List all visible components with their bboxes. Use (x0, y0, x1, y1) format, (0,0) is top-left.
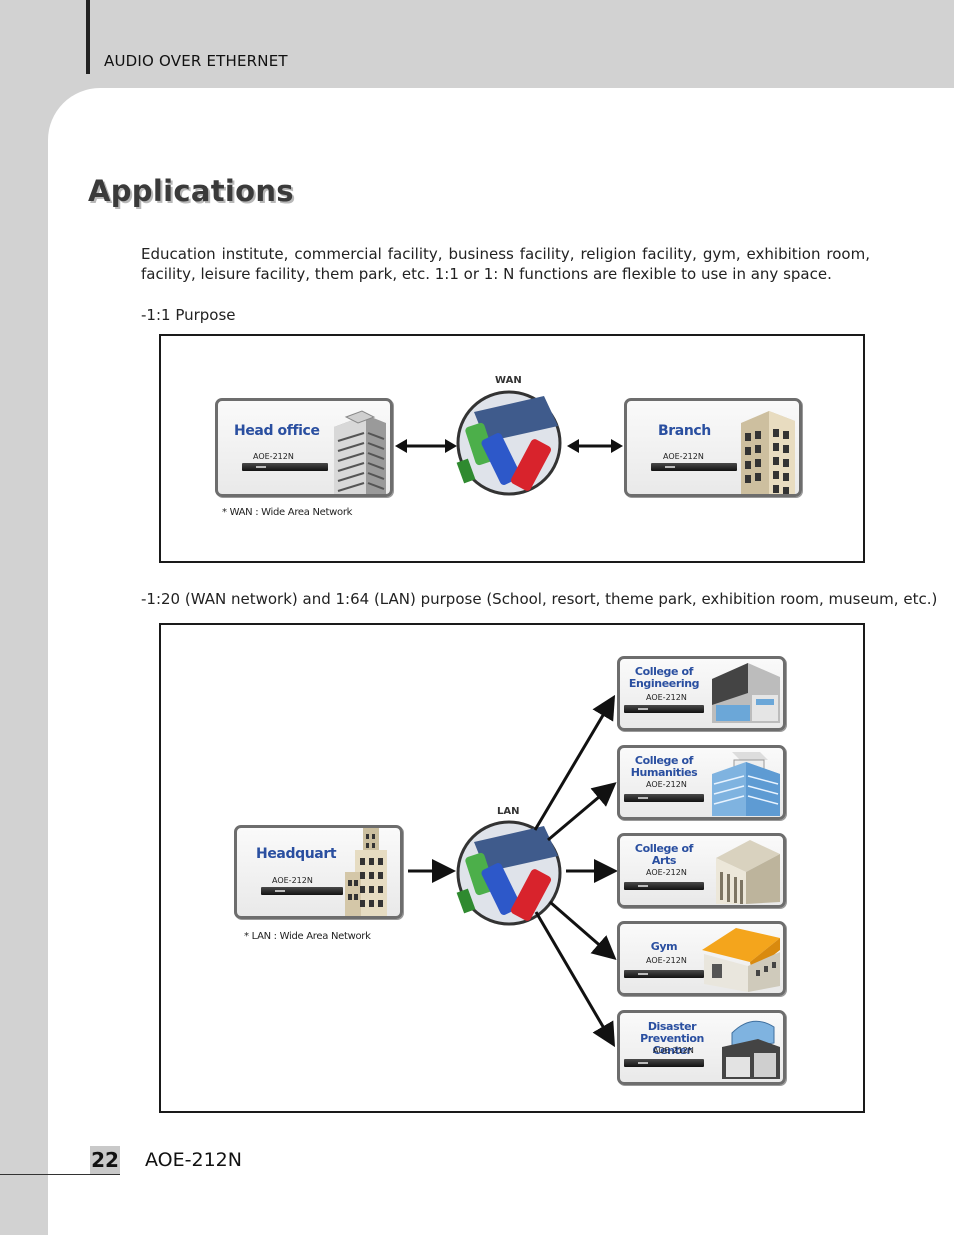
gym-building-icon (702, 928, 780, 992)
wan-label: WAN (495, 375, 522, 386)
head-office-model: AOE-212N (253, 452, 294, 461)
tower-building-icon (345, 828, 387, 916)
head-office-card: Head office AOE-212N (215, 398, 393, 497)
lan-footnote: * LAN : Wide Area Network (244, 931, 371, 942)
headquarters-title: Headquart (256, 846, 337, 862)
headquarters-model: AOE-212N (272, 876, 313, 885)
device-icon (624, 1059, 704, 1067)
device-icon (261, 887, 343, 895)
network-switch-icon (456, 390, 562, 496)
site-model: AOE-212N (646, 780, 687, 789)
site-model: AOE-212N (646, 956, 687, 965)
headquarters-card: Headquart AOE-212N (234, 825, 403, 919)
lan-label: LAN (497, 806, 520, 817)
wan-footnote: * WAN : Wide Area Network (222, 507, 353, 518)
connection-arrows (395, 439, 623, 453)
purpose-1-label: -1:1 Purpose (141, 306, 236, 324)
office-building-icon (334, 410, 386, 494)
site-model: AOE-212N (646, 868, 687, 877)
branch-model: AOE-212N (663, 452, 704, 461)
site-model: AOE-212N (646, 693, 687, 702)
disaster-center-building-icon (722, 1020, 780, 1079)
site-title: College of Arts (634, 842, 694, 867)
site-title: Gym (650, 940, 678, 953)
device-icon (624, 705, 704, 713)
arts-building-icon (716, 840, 780, 904)
site-card-gym: Gym AOE-212N (617, 921, 786, 996)
site-card-arts: College of Arts AOE-212N (617, 833, 786, 908)
site-model: AOE-212N (653, 1046, 694, 1055)
device-icon (242, 463, 328, 471)
page-number: 22 (90, 1146, 120, 1174)
site-card-disaster-center: Disaster Prevention Center AOE-212N (617, 1010, 786, 1085)
device-icon (624, 882, 704, 890)
device-icon (651, 463, 737, 471)
site-title: College of Engineering (628, 665, 700, 690)
head-office-title: Head office (234, 423, 320, 439)
engineering-building-icon (712, 663, 780, 723)
page-title: Applications (88, 174, 294, 208)
footer-rule (0, 1174, 120, 1175)
section-header: AUDIO OVER ETHERNET (104, 52, 288, 70)
footer-model-name: AOE-212N (145, 1149, 242, 1171)
humanities-building-icon (712, 752, 780, 816)
network-switch-icon (456, 820, 562, 926)
header-accent-bar (86, 0, 90, 74)
site-title: College of Humanities (630, 754, 698, 779)
device-icon (624, 970, 704, 978)
site-card-engineering: College of Engineering AOE-212N (617, 656, 786, 731)
branch-building-icon (741, 411, 795, 494)
intro-paragraph: Education institute, commercial facility… (141, 245, 870, 283)
lan-connection-arrows (408, 694, 618, 1048)
branch-card: Branch AOE-212N (624, 398, 802, 497)
site-card-humanities: College of Humanities AOE-212N (617, 745, 786, 820)
branch-title: Branch (658, 423, 711, 439)
purpose-2-label: -1:20 (WAN network) and 1:64 (LAN) purpo… (141, 590, 938, 608)
device-icon (624, 794, 704, 802)
site-title: Disaster Prevention Center (640, 1020, 704, 1057)
